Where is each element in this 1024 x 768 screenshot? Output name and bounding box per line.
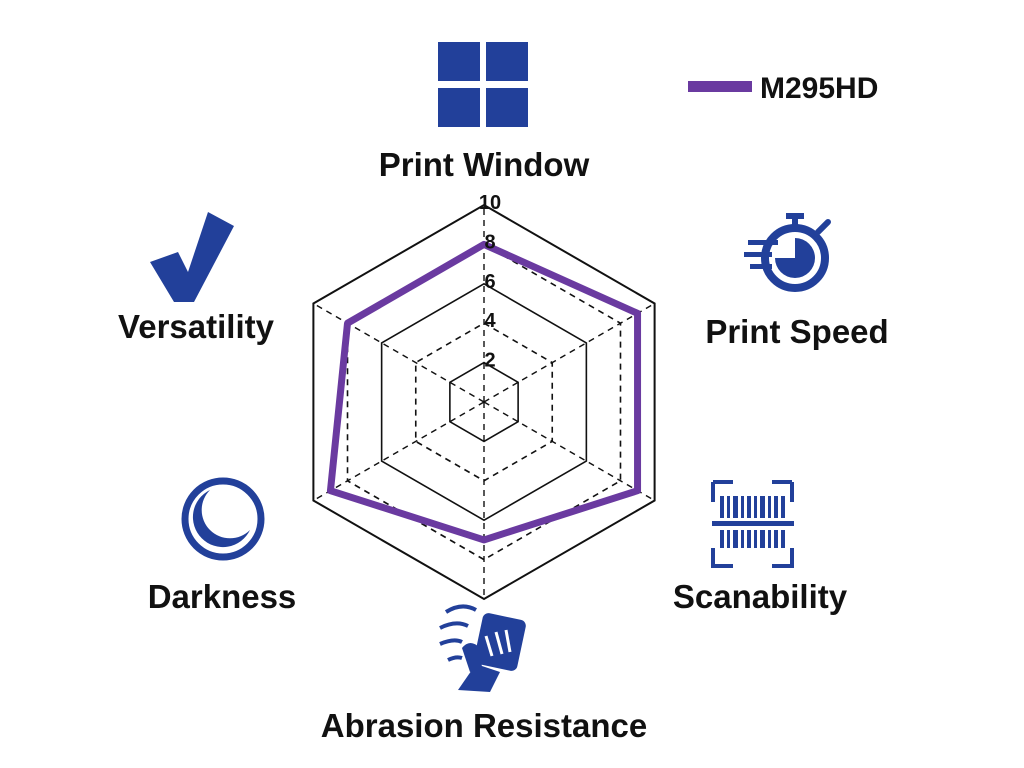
tick-label-2: 2 <box>484 350 495 372</box>
grid-spoke <box>483 302 655 403</box>
grid-ring-2 <box>449 361 519 443</box>
grid-spoke <box>483 401 655 502</box>
barcode-scan-icon <box>711 480 794 568</box>
grid-ring-6 <box>380 282 588 522</box>
series-line-m295hd <box>326 240 642 544</box>
glove-wipe-icon <box>439 604 526 692</box>
legend: M295HD <box>688 72 878 105</box>
axis-label-abrasion-resistance: Abrasion Resistance <box>321 707 647 744</box>
tick-labels: 2 4 6 8 10 <box>479 192 501 372</box>
series-layer <box>326 240 642 544</box>
tick-label-4: 4 <box>484 310 496 332</box>
stopwatch-icon <box>744 213 831 292</box>
axis-label-print-window: Print Window <box>379 146 590 183</box>
axis-label-print-speed: Print Speed <box>705 313 888 350</box>
axis-label-versatility: Versatility <box>118 308 275 345</box>
tick-label-8: 8 <box>484 231 495 253</box>
radar-grid <box>312 203 656 601</box>
legend-swatch-m295hd <box>688 81 752 92</box>
windows-grid-icon <box>438 42 528 127</box>
axis-label-scanability: Scanability <box>673 578 848 615</box>
checkmark-icon <box>150 212 234 302</box>
axis-label-darkness: Darkness <box>148 578 297 615</box>
grid-ring-10 <box>312 203 656 601</box>
legend-label-m295hd: M295HD <box>760 72 878 105</box>
moon-icon <box>181 477 265 561</box>
tick-label-10: 10 <box>479 192 501 214</box>
tick-label-6: 6 <box>484 271 495 293</box>
